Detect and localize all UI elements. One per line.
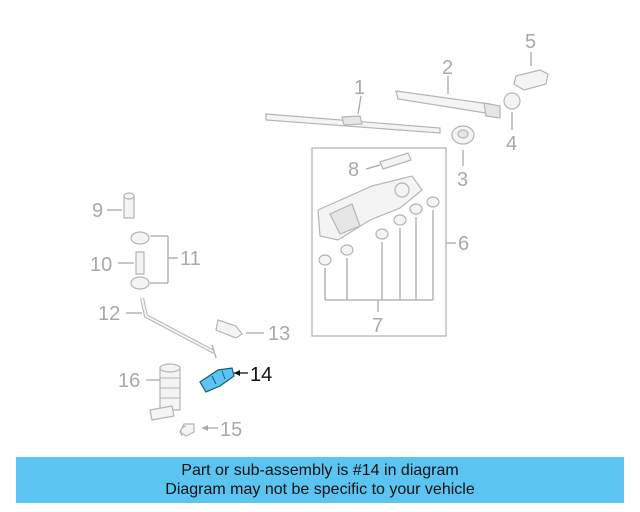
callout-2: 2 <box>442 57 453 79</box>
callout-8: 8 <box>348 159 359 181</box>
caption-bar: Part or sub-assembly is #14 in diagram D… <box>16 457 624 503</box>
part-13-nozzle[interactable] <box>215 319 243 339</box>
part-2-wiper-arm[interactable] <box>395 90 501 119</box>
callout-5: 5 <box>525 31 536 53</box>
callout-1: 1 <box>354 77 365 99</box>
wiper-motor <box>317 175 423 241</box>
part-12-hose[interactable] <box>140 297 217 359</box>
part-16-pump[interactable] <box>149 363 181 421</box>
callout-7: 7 <box>372 315 383 337</box>
part-14-fitting-highlighted[interactable] <box>199 367 235 393</box>
caption-line-2: Diagram may not be specific to your vehi… <box>165 481 475 498</box>
callout-13: 13 <box>268 323 290 345</box>
part-8-rod[interactable] <box>379 152 412 170</box>
part-9-connector[interactable] <box>123 192 135 219</box>
part-5-cover[interactable] <box>513 69 549 91</box>
callout-12: 12 <box>98 303 120 325</box>
part-4-cap[interactable] <box>503 92 521 110</box>
part-1-wiper-blade[interactable] <box>265 113 441 134</box>
part-10-hose[interactable] <box>135 251 145 275</box>
callout-4: 4 <box>506 133 517 155</box>
callout-10: 10 <box>90 254 112 276</box>
callout-7-bracket <box>324 210 434 312</box>
callout-6: 6 <box>458 233 469 255</box>
caption-line-1: Part or sub-assembly is #14 in diagram <box>181 462 459 479</box>
callout-14: 14 <box>250 364 272 386</box>
callout-3: 3 <box>457 169 468 191</box>
part-3-grommet[interactable] <box>451 125 475 145</box>
part-11-clamp-lower[interactable] <box>130 276 150 290</box>
callout-11: 11 <box>180 248 201 270</box>
callout-15: 15 <box>220 419 242 441</box>
callout-9: 9 <box>92 200 103 222</box>
part-11-clamp-upper[interactable] <box>130 231 150 245</box>
fastener-set <box>318 196 440 266</box>
part-15-elbow[interactable] <box>179 423 195 437</box>
callout-16: 16 <box>118 370 140 392</box>
part-6-motor-box[interactable] <box>311 147 447 337</box>
